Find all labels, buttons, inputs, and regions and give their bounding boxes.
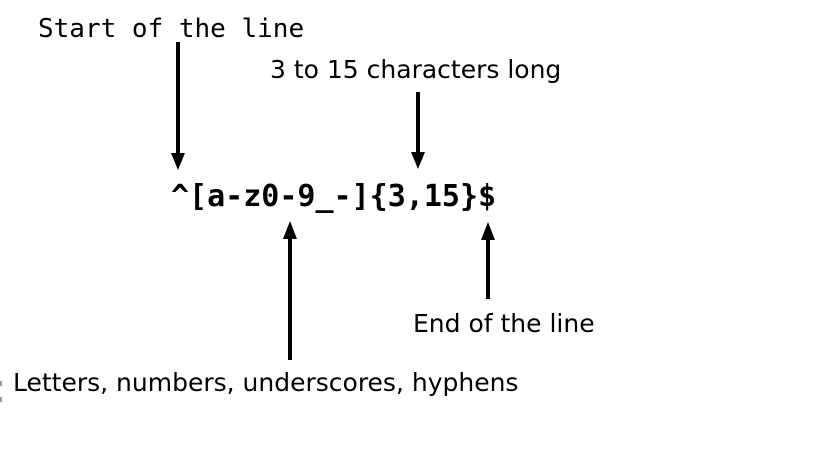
left-edge-artifact (0, 397, 2, 402)
end-of-line-label: End of the line (413, 309, 595, 338)
regex-pattern: ^[a-z0-9_-]{3,15}$ (171, 179, 497, 214)
character-class-label: Letters, numbers, underscores, hyphens (13, 368, 519, 397)
start-of-line-label: Start of the line (38, 14, 305, 44)
left-edge-artifact (0, 381, 2, 386)
arrow-down-length-icon (411, 92, 425, 169)
length-label: 3 to 15 characters long (270, 55, 562, 84)
arrow-down-start-of-line-icon (171, 42, 185, 170)
arrow-up-end-of-line-icon (481, 222, 495, 299)
arrow-up-character-class-icon (283, 221, 297, 360)
